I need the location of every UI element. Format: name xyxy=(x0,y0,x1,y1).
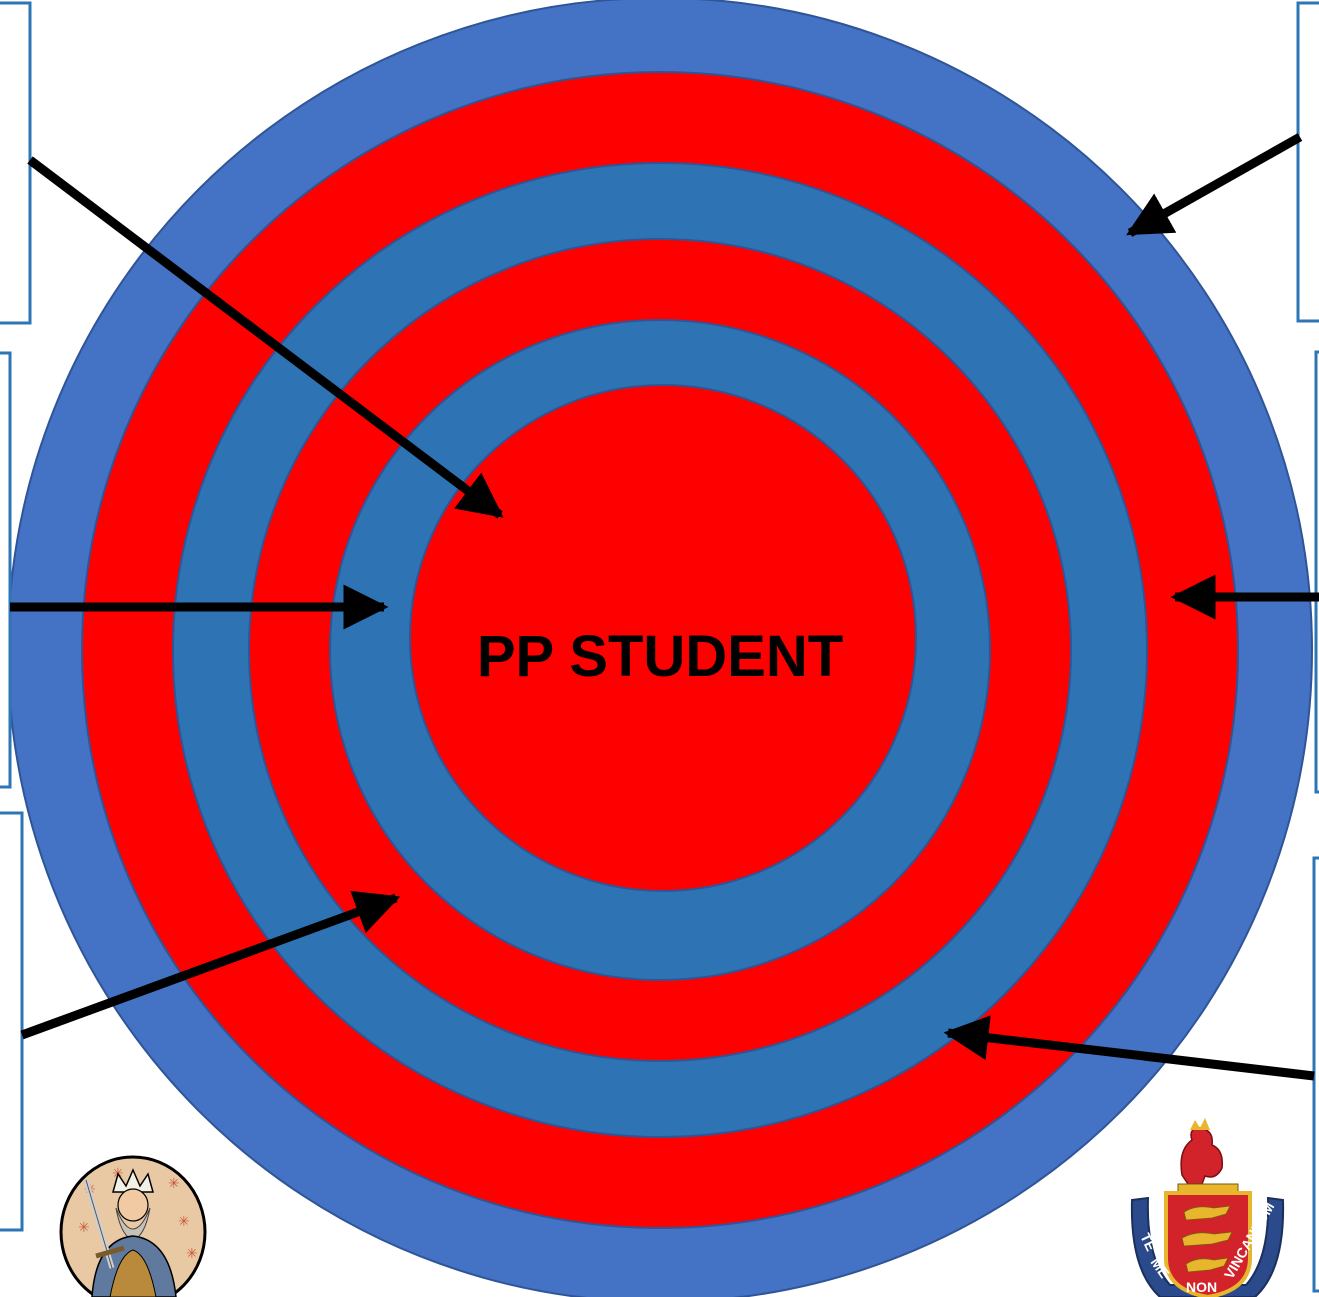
arrow-bottom-right xyxy=(943,1015,1315,1081)
label-box-middle-right[interactable] xyxy=(1314,350,1319,794)
lion-crest-shield-icon: TE ME NON VINCANDUM xyxy=(1130,1118,1285,1297)
label-box-bottom-right[interactable] xyxy=(1312,856,1319,1293)
arrows xyxy=(10,133,1319,1081)
arrow-top-right xyxy=(1126,133,1303,237)
ring-center xyxy=(409,384,917,892)
label-box-top-left[interactable] xyxy=(0,1,32,325)
svg-text:✳: ✳ xyxy=(178,1214,190,1230)
arrow-top-left xyxy=(27,156,504,519)
label-box-bottom-left[interactable] xyxy=(0,811,24,1232)
rings-group xyxy=(7,0,1313,1297)
svg-text:✳: ✳ xyxy=(186,1246,198,1262)
svg-text:TE: TE xyxy=(1137,1231,1159,1254)
svg-text:✳: ✳ xyxy=(78,1220,90,1236)
label-box-top-right[interactable] xyxy=(1296,1,1319,323)
svg-text:NON: NON xyxy=(1186,1279,1217,1295)
label-box-middle-left[interactable] xyxy=(0,351,12,789)
king-with-sword-icon: ✳ ✳ ✳ ✳ ✳ ✳ xyxy=(59,1155,207,1297)
arrow-bottom-left xyxy=(20,890,401,1040)
center-label: PP STUDENT xyxy=(477,624,843,689)
svg-text:✳: ✳ xyxy=(168,1176,180,1192)
